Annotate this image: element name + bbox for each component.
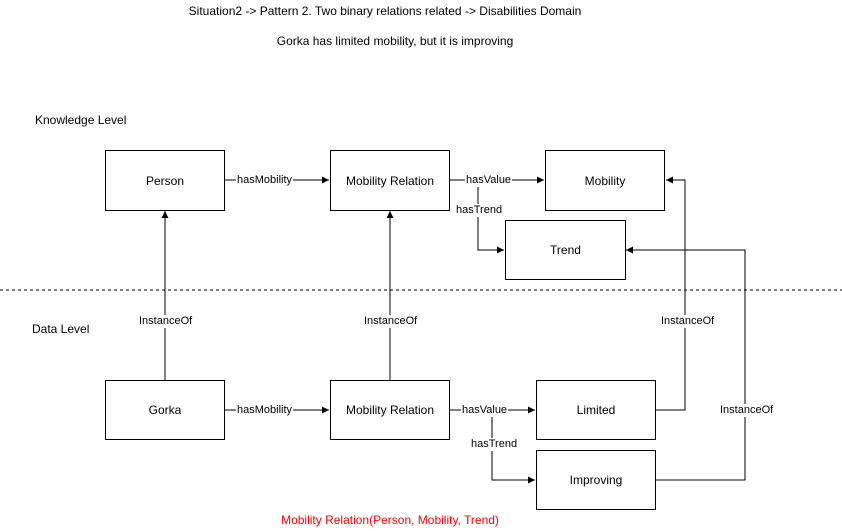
label-has-value-k: hasValue: [465, 174, 513, 187]
label-instance-of-relation: InstanceOf: [363, 315, 419, 328]
node-gorka[interactable]: Gorka: [105, 380, 225, 440]
knowledge-level-label: Knowledge Level: [35, 113, 127, 127]
edge-instance-of-trend: [626, 246, 746, 481]
label-instance-of-mobility: InstanceOf: [660, 315, 716, 328]
node-mobility-relation-d[interactable]: Mobility Relation: [330, 380, 450, 440]
edge-has-trend-k: [477, 180, 504, 254]
node-improving-label: Improving: [569, 473, 623, 487]
edge-has-trend-d: [491, 410, 535, 484]
label-has-trend-k: hasTrend: [455, 204, 504, 217]
node-mobility-relation-k-label: Mobility Relation: [345, 173, 435, 188]
node-mobility-label: Mobility: [584, 173, 626, 188]
node-mobility-relation-d-label: Mobility Relation: [345, 403, 435, 417]
label-instance-of-trend: InstanceOf: [719, 404, 775, 417]
label-has-mobility-d: hasMobility: [236, 404, 294, 417]
node-mobility[interactable]: Mobility: [545, 150, 665, 211]
node-person[interactable]: Person: [105, 150, 225, 211]
diagram-title: Situation2 -> Pattern 2. Two binary rela…: [188, 4, 582, 18]
label-has-value-d: hasValue: [461, 404, 509, 417]
node-improving[interactable]: Improving: [536, 450, 656, 510]
label-has-trend-d: hasTrend: [470, 438, 519, 451]
node-trend-label: Trend: [550, 243, 581, 257]
node-mobility-relation-k[interactable]: Mobility Relation: [330, 150, 450, 211]
label-has-mobility-k: hasMobility: [236, 174, 294, 187]
node-limited-label: Limited: [576, 403, 616, 417]
node-person-label: Person: [145, 173, 185, 188]
diagram-subtitle: Gorka has limited mobility, but it is im…: [276, 34, 514, 48]
node-trend[interactable]: Trend: [505, 220, 626, 280]
relation-formula: Mobility Relation(Person, Mobility, Tren…: [281, 513, 499, 527]
data-level-label: Data Level: [32, 322, 90, 336]
node-gorka-label: Gorka: [148, 403, 182, 417]
edge-instance-of-mobility: [655, 176, 686, 411]
node-limited[interactable]: Limited: [536, 380, 656, 440]
label-instance-of-person: InstanceOf: [138, 315, 194, 328]
